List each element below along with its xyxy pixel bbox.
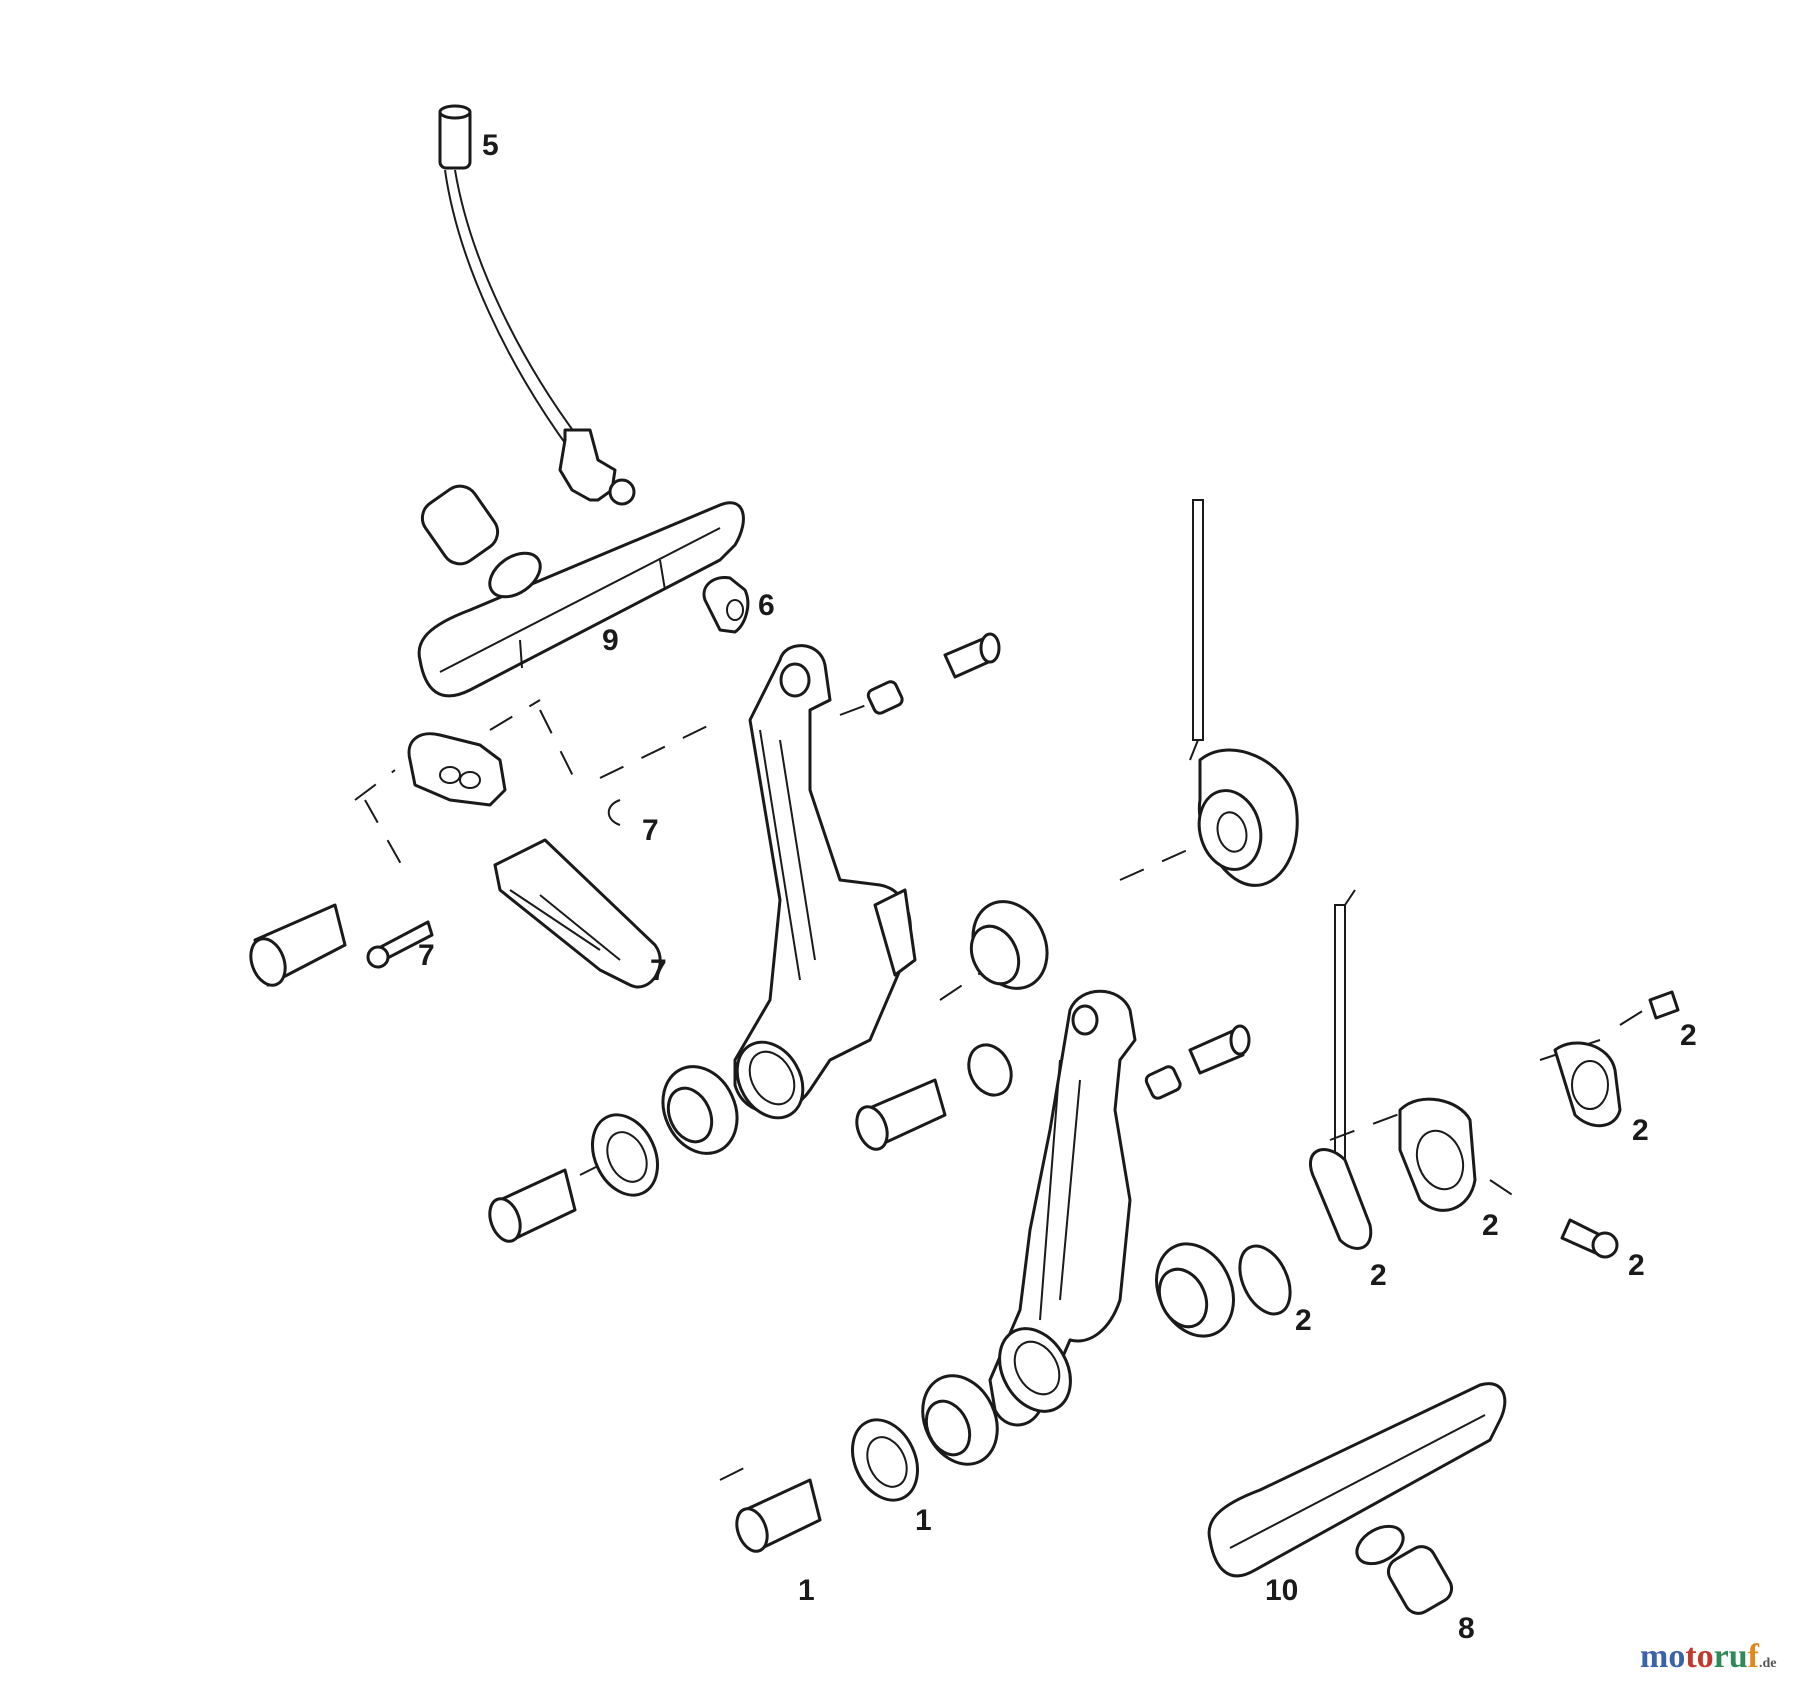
callout-7-clip: 7 (642, 814, 659, 847)
watermark-part-3: ru (1713, 1638, 1748, 1675)
spring-lower (1308, 889, 1373, 1250)
brake-shoe-lower (1207, 1382, 1507, 1615)
callout-2-spring: 2 (1370, 1259, 1387, 1292)
callout-6: 6 (758, 589, 775, 622)
pivot-pin-upper (866, 632, 1001, 715)
callout-8: 8 (1458, 1612, 1475, 1645)
callout-5: 5 (482, 129, 499, 162)
callout-labels: 5 6 9 7 7 7 2 2 2 2 2 2 1 1 10 8 (418, 129, 1697, 1645)
callout-7-pin: 7 (418, 939, 435, 972)
brake-arm-right (988, 989, 1137, 1427)
callout-1-washer: 1 (915, 1504, 932, 1537)
callout-1-bolt: 1 (798, 1574, 815, 1607)
tension-adjuster (1398, 1097, 1477, 1212)
callout-2-cap: 2 (1632, 1114, 1649, 1147)
retaining-clip (607, 799, 621, 826)
callout-2-washer: 2 (1295, 1304, 1312, 1337)
brake-pad-nut (702, 575, 750, 634)
callout-7-bracket: 7 (650, 954, 667, 987)
cable-guide-bracket (493, 838, 662, 989)
bearing-upper (969, 900, 1049, 990)
brake-shoe-upper (417, 484, 745, 698)
callout-9: 9 (602, 624, 619, 657)
cable-noodle (438, 104, 636, 506)
bolt-middle (855, 1043, 1013, 1151)
watermark-part-2: to (1685, 1638, 1714, 1675)
callout-2-screw-bottom: 2 (1628, 1249, 1645, 1282)
callout-2-adjuster: 2 (1482, 1209, 1499, 1242)
watermark-part-4: f (1747, 1638, 1759, 1675)
spring-assembly-upper (1189, 499, 1299, 887)
watermark-suffix: .de (1758, 1656, 1777, 1671)
cable-clamp-block (407, 732, 507, 807)
callout-2-screw-top: 2 (1680, 1019, 1697, 1052)
watermark-part-1: mo (1640, 1638, 1686, 1675)
adjuster-cap (1553, 990, 1680, 1259)
watermark-logo: motoruf.de (1640, 1638, 1776, 1676)
bolt-left (249, 903, 434, 987)
pivot-stack-right (735, 1242, 1292, 1553)
brake-arm-left (733, 644, 917, 1120)
callout-10: 10 (1265, 1574, 1298, 1607)
pivot-pin-lower (1144, 1024, 1251, 1100)
pivot-stack-left (488, 1065, 739, 1243)
